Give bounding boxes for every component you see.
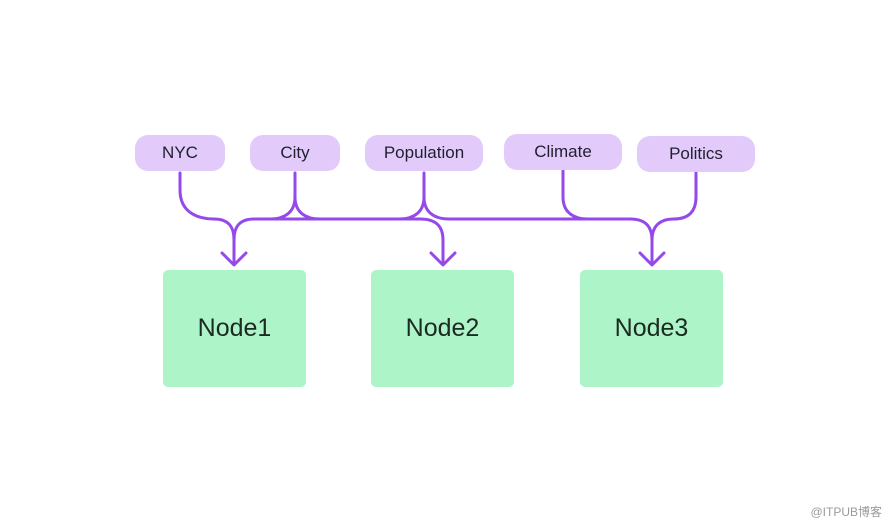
node-box-3: Node3 (580, 270, 723, 387)
edge-city-node1 (232, 171, 297, 242)
node-label-1: Node1 (197, 314, 272, 342)
edge-politics-node3 (650, 171, 698, 242)
edge-population-node2 (408, 217, 445, 266)
node-label-2: Node2 (405, 314, 480, 342)
watermark-text: @ITPUB博客 (810, 505, 882, 519)
node-box-2: Node2 (371, 270, 514, 387)
arrowhead-node3 (638, 251, 666, 267)
tag-climate: Climate (504, 134, 622, 170)
tag-city: City (250, 135, 340, 171)
arrowhead-node2 (429, 251, 457, 267)
arrowhead-node1 (220, 251, 248, 267)
edge-population-node3 (422, 195, 654, 266)
edge-nyc-node1 (178, 171, 236, 266)
node-label-3: Node3 (614, 314, 689, 342)
edge-population-node1 (268, 171, 426, 221)
edge-climate-node3 (561, 169, 590, 221)
tag-politics: Politics (637, 136, 755, 172)
tag-nyc: NYC (135, 135, 225, 171)
edge-city-node2 (293, 195, 412, 221)
node-box-1: Node1 (163, 270, 306, 387)
tag-population: Population (365, 135, 483, 171)
